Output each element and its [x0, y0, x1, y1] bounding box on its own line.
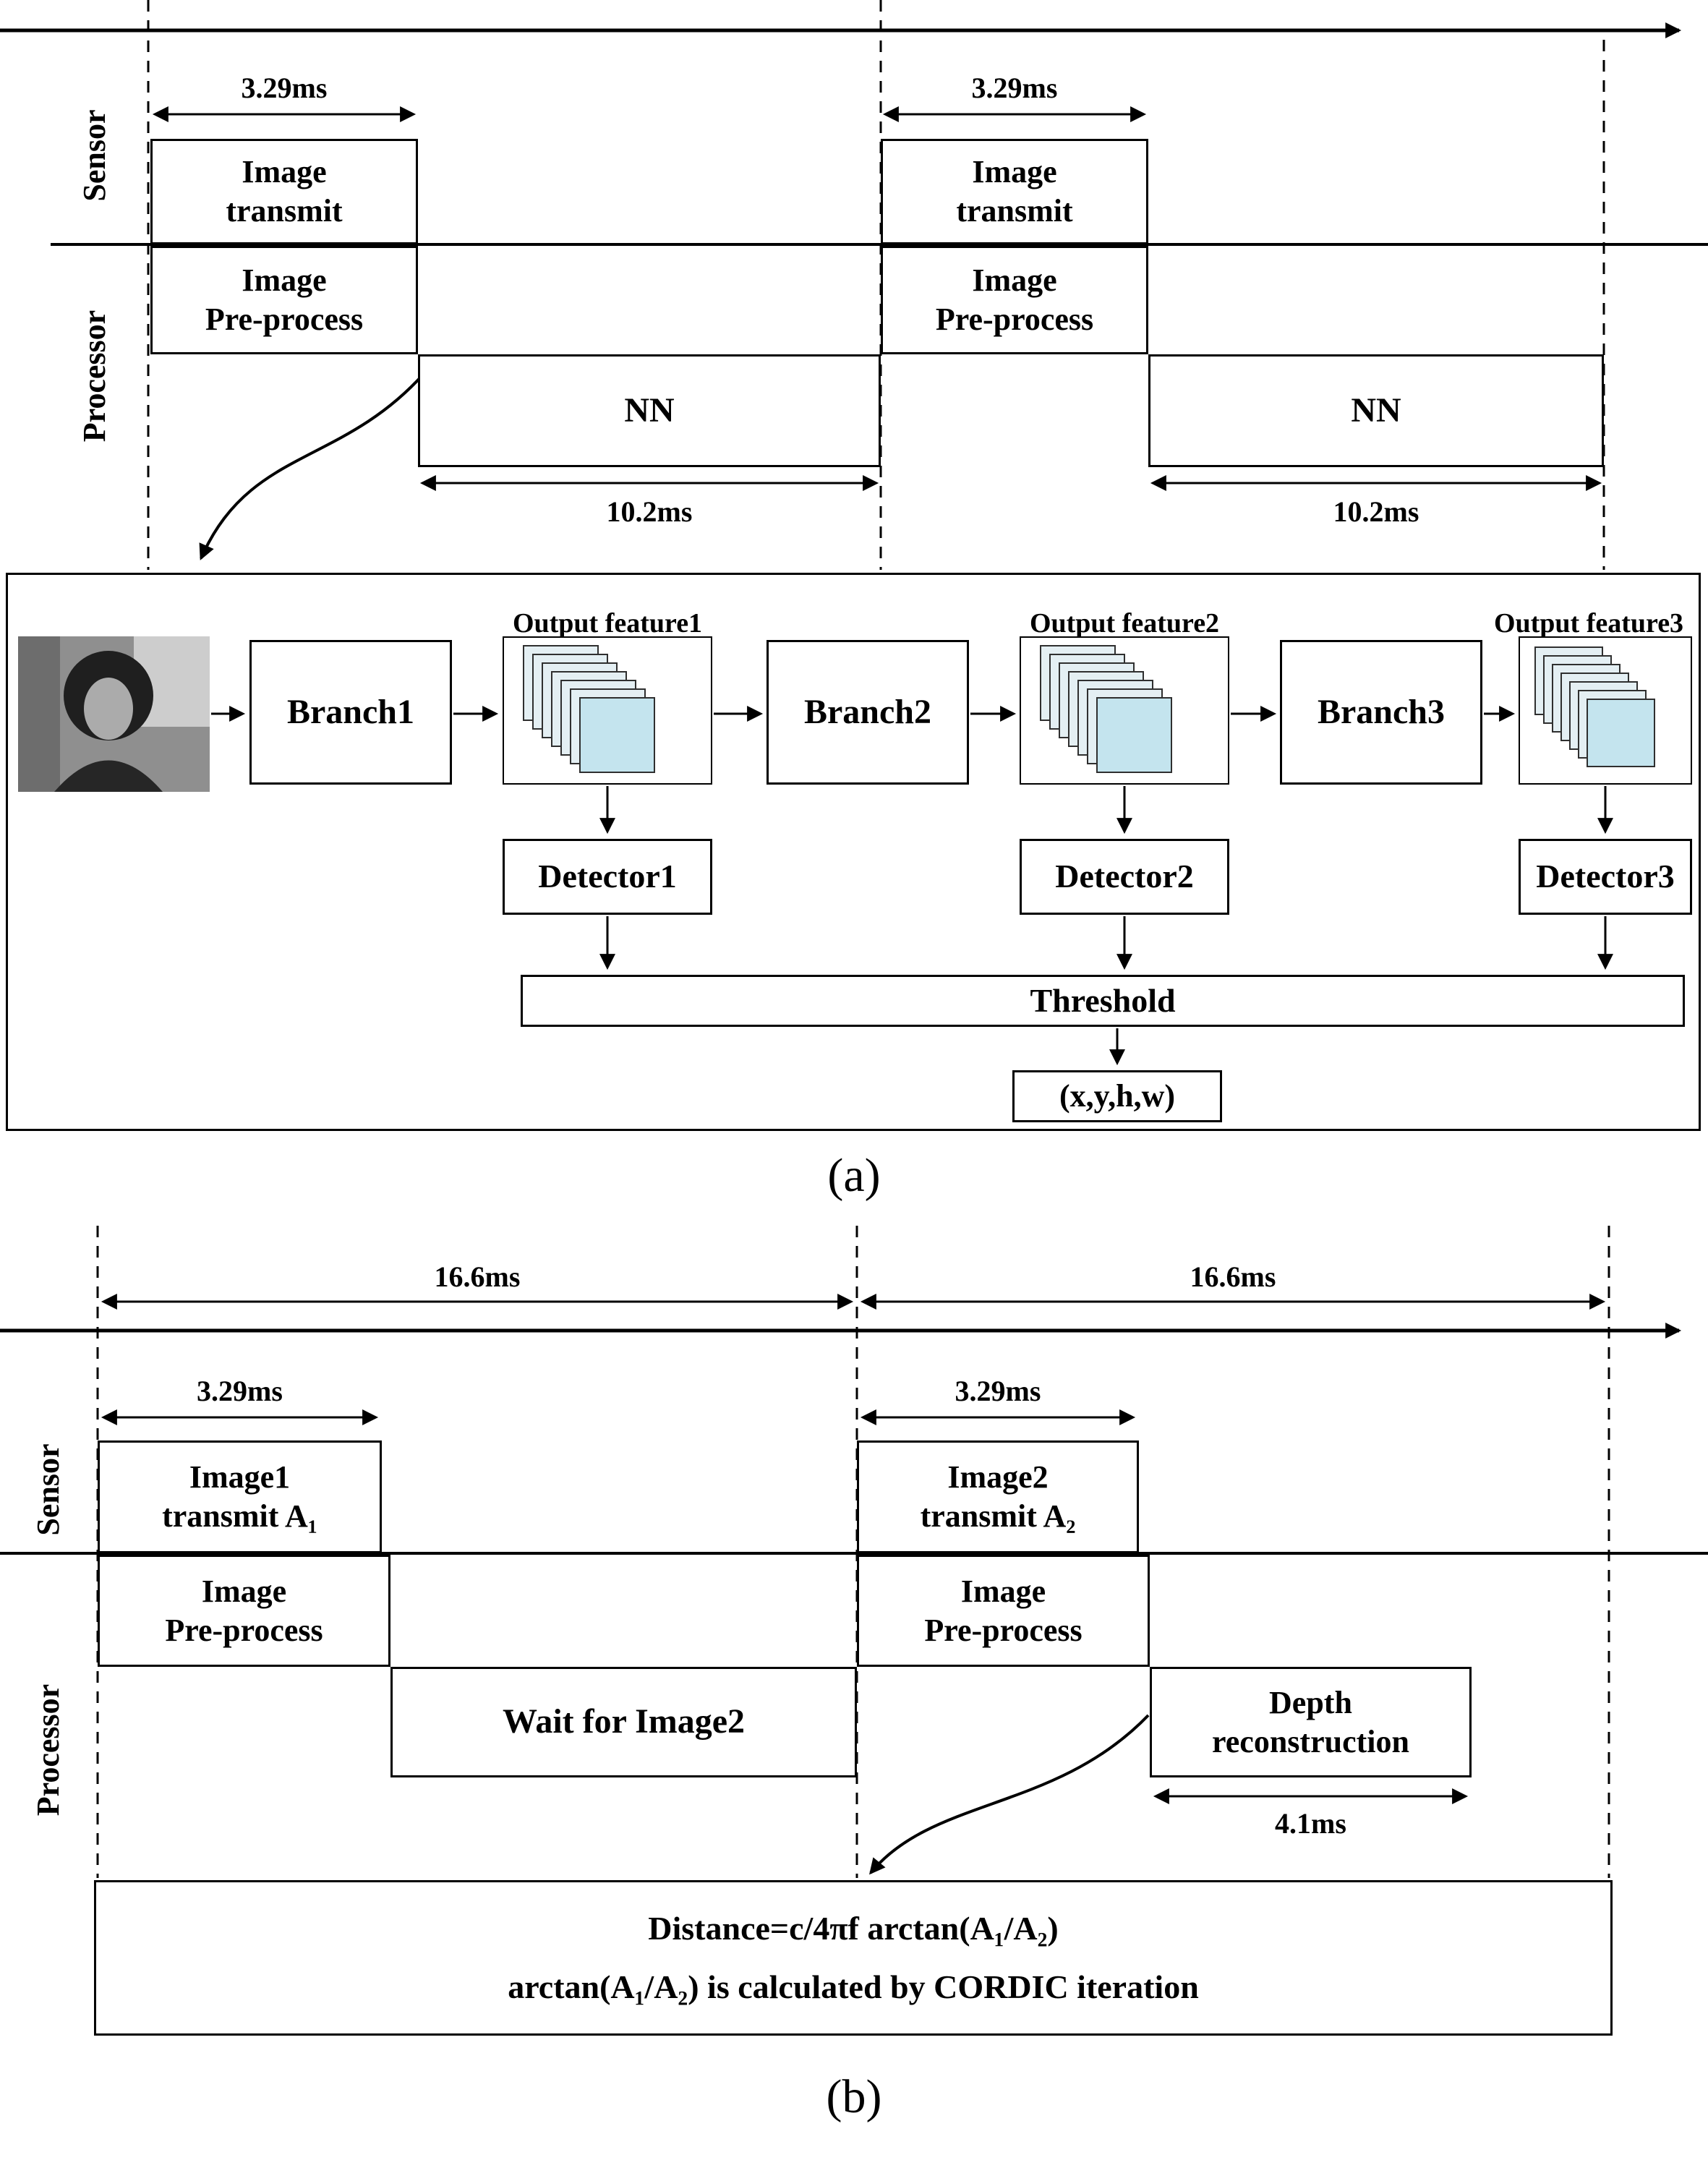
- period-duration-label-b2: 16.6ms: [1190, 1260, 1276, 1293]
- image-transmit-box-a2: Image transmit: [881, 139, 1148, 244]
- image-preprocess-box-b2: Image Pre-process: [857, 1555, 1150, 1667]
- branch1-box: Branch1: [249, 640, 452, 785]
- output-feature3-label: Output feature3: [1493, 608, 1684, 639]
- image-preprocess-box-a2: Image Pre-process: [881, 246, 1148, 354]
- processor-label-a: Processor: [76, 310, 112, 443]
- image-preprocess-box-a1: Image Pre-process: [150, 246, 418, 354]
- processor-label-b: Processor: [30, 1683, 66, 1817]
- branch3-box: Branch3: [1280, 640, 1482, 785]
- transmit-duration-label-a2: 3.29ms: [971, 72, 1058, 104]
- image2-transmit-box: Image2 transmit A₂: [857, 1440, 1139, 1553]
- depth-duration-label: 4.1ms: [1275, 1807, 1346, 1840]
- depth-reconstruction-box: Depth reconstruction: [1150, 1667, 1472, 1777]
- branch2-box: Branch2: [767, 640, 969, 785]
- image1-transmit-box: Image1 transmit A₁: [98, 1440, 382, 1553]
- bbox-output-box: (x,y,h,w): [1012, 1070, 1222, 1122]
- feature-map: [579, 697, 655, 773]
- formula-box: Distance=c/4πf arctan(A₁/A₂) arctan(A₁/A…: [94, 1880, 1613, 2036]
- feature-stack-2: [1020, 636, 1229, 785]
- sensor-label-b: Sensor: [30, 1443, 66, 1536]
- output-feature1-label: Output feature1: [512, 608, 703, 639]
- nn-box-a2: NN: [1148, 354, 1604, 467]
- depth-to-formula-arrow: [869, 1714, 1150, 1875]
- feature-map: [1587, 699, 1655, 767]
- threshold-box: Threshold: [521, 975, 1685, 1027]
- output-feature2-label: Output feature2: [1029, 608, 1220, 639]
- pipeline-container: [6, 573, 1701, 1131]
- caption-b: (b): [826, 2070, 882, 2123]
- feature-stack-1: [503, 636, 712, 785]
- nn-duration-label-a1: 10.2ms: [606, 495, 693, 528]
- image-preprocess-box-b1: Image Pre-process: [98, 1555, 390, 1667]
- feature-map: [1096, 697, 1172, 773]
- sensor-label-a: Sensor: [76, 109, 112, 202]
- face-photo-placeholder: [18, 636, 210, 792]
- detector2-box: Detector2: [1020, 839, 1229, 915]
- transmit-duration-label-b2: 3.29ms: [955, 1375, 1041, 1407]
- detector1-box: Detector1: [503, 839, 712, 915]
- transmit-duration-label-a1: 3.29ms: [241, 72, 328, 104]
- nn-duration-label-a2: 10.2ms: [1333, 495, 1419, 528]
- wait-for-image2-box: Wait for Image2: [390, 1667, 857, 1777]
- input-face-image: [18, 636, 210, 792]
- caption-a: (a): [827, 1149, 881, 1202]
- transmit-duration-label-b1: 3.29ms: [197, 1375, 283, 1407]
- period-duration-label-b1: 16.6ms: [434, 1260, 521, 1293]
- formula-line-2: arctan(A₁/A₂) is calculated by CORDIC it…: [508, 1968, 1199, 2005]
- preprocess-to-pipeline-arrow: [199, 373, 424, 560]
- nn-box-a1: NN: [418, 354, 881, 467]
- formula-line-1: Distance=c/4πf arctan(A₁/A₂): [648, 1910, 1059, 1947]
- image-transmit-box-a1: Image transmit: [150, 139, 418, 244]
- detector3-box: Detector3: [1519, 839, 1692, 915]
- feature-stack-3: [1519, 636, 1692, 785]
